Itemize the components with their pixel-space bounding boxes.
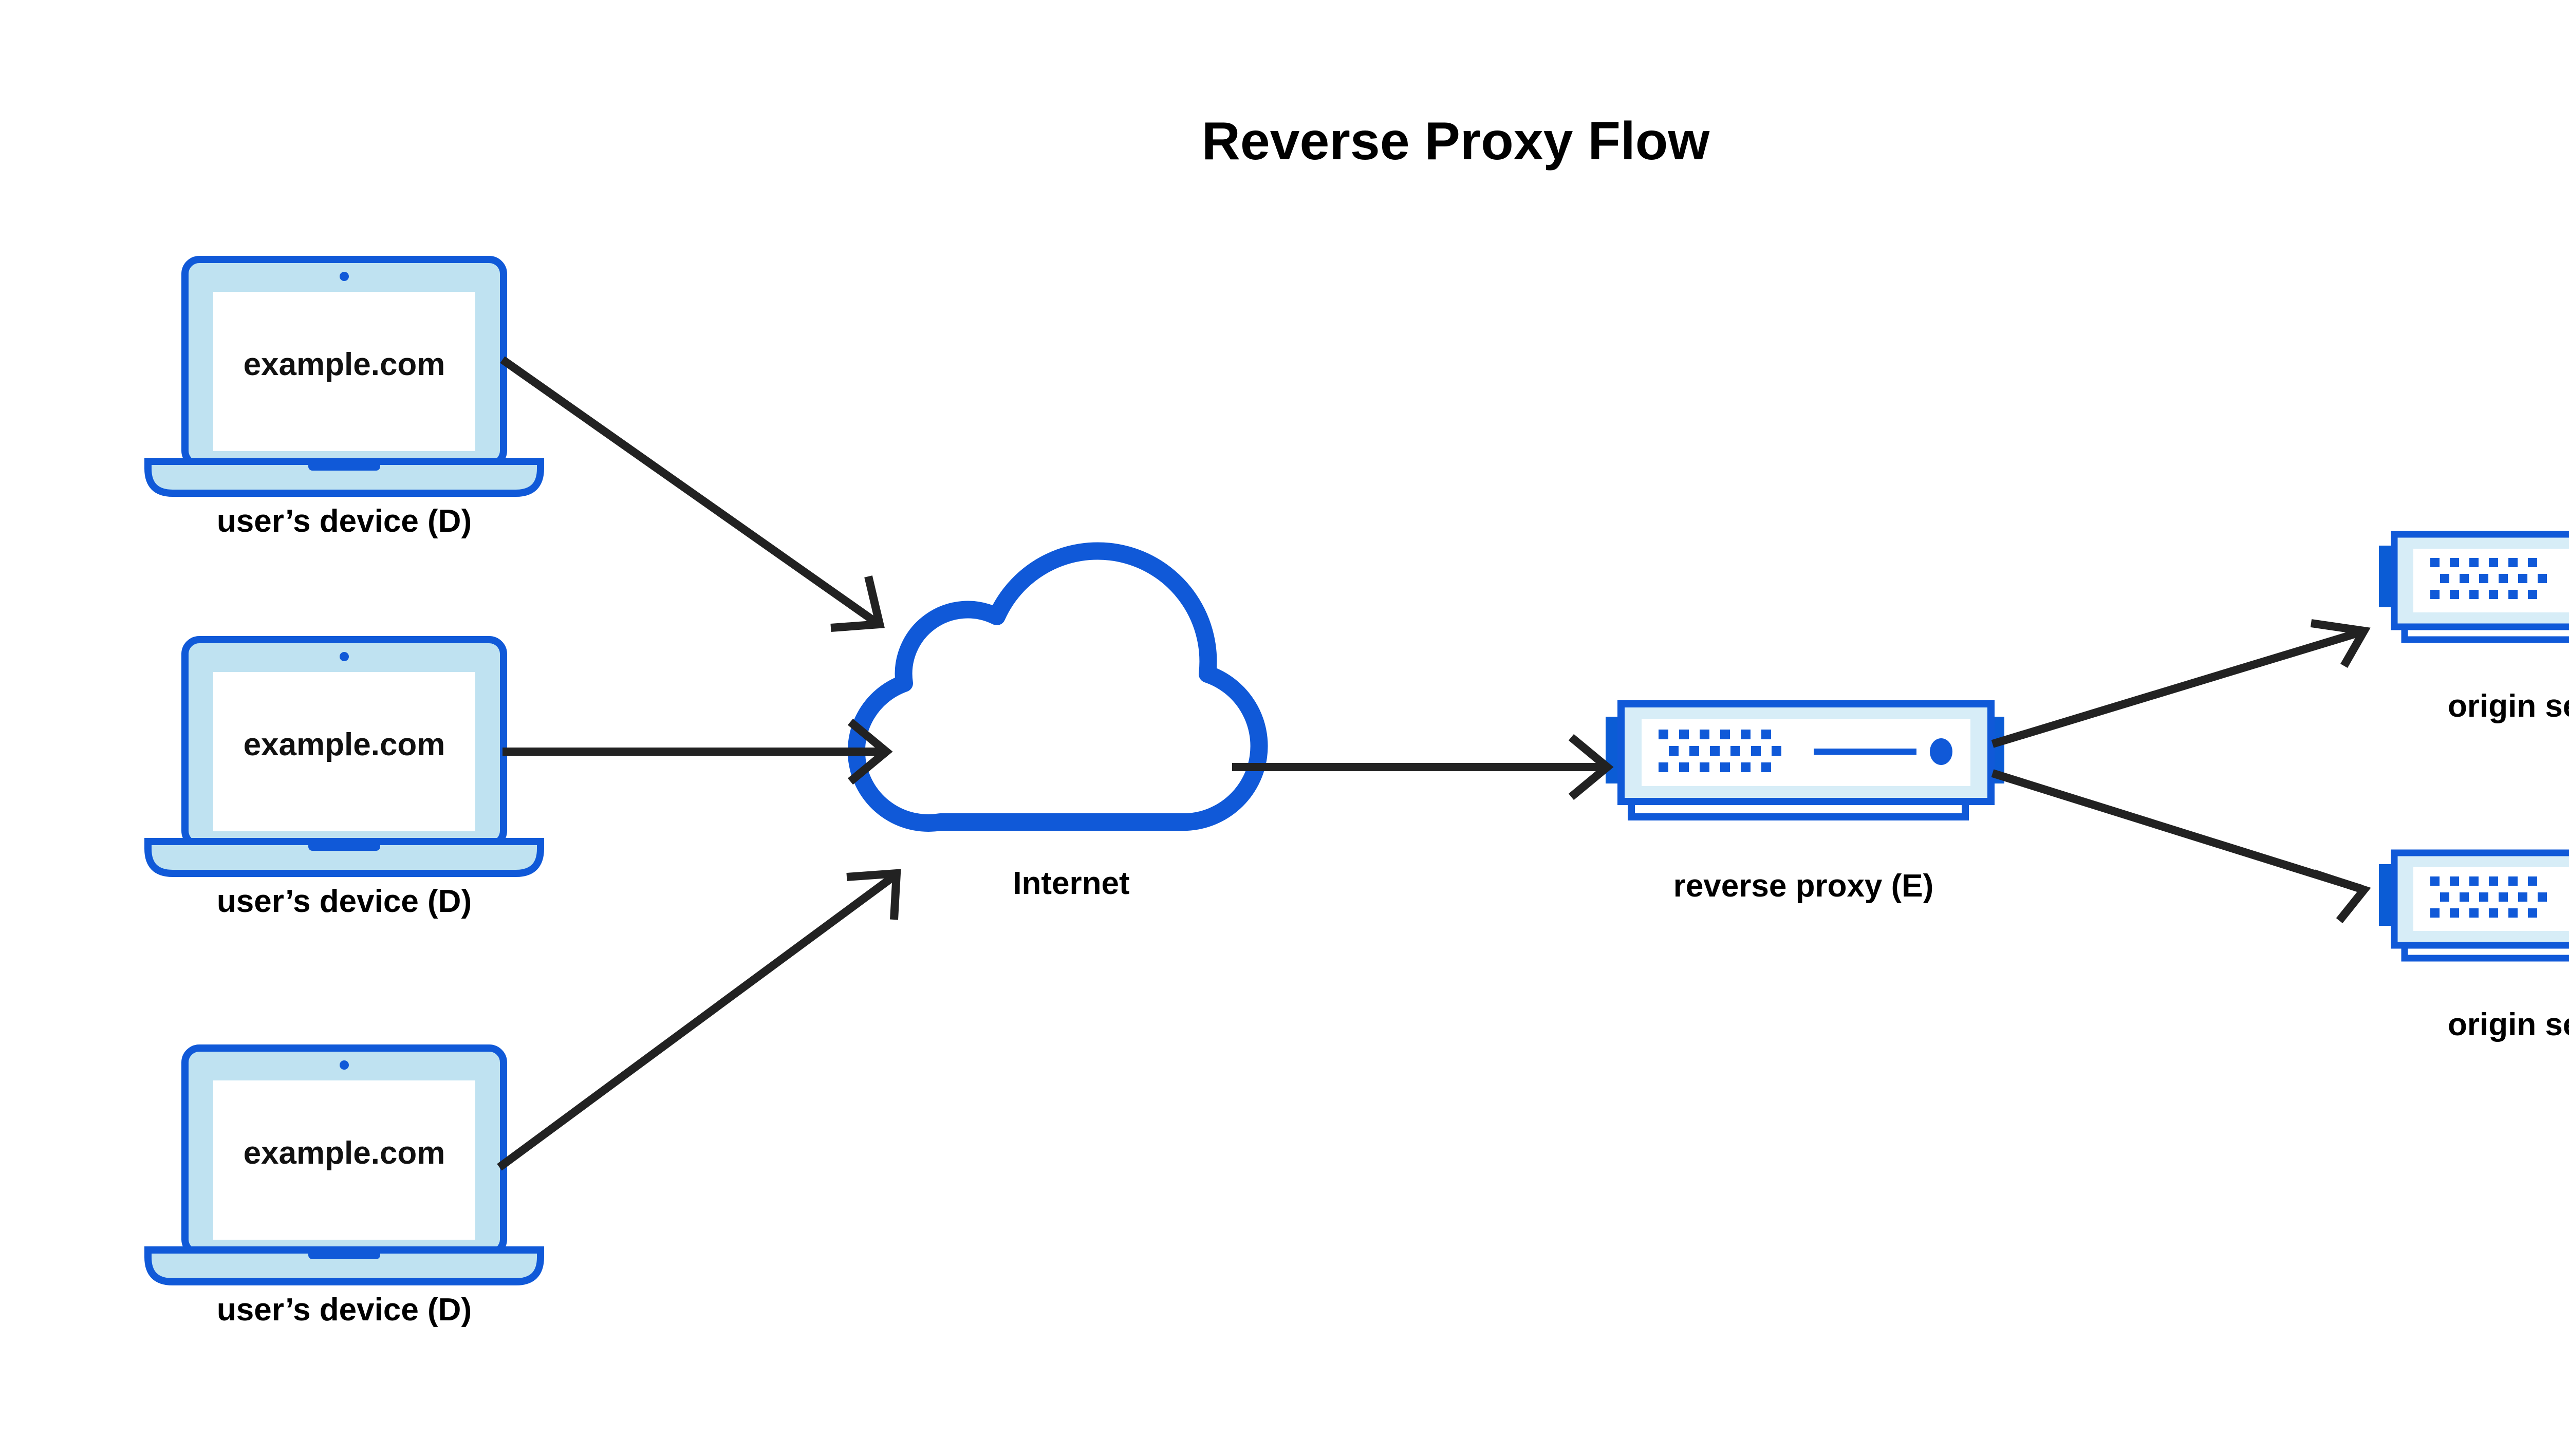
server-vent-grid bbox=[2430, 876, 2547, 918]
edge-proxy-to-origin2 bbox=[1991, 769, 2371, 923]
reverse-proxy-node[interactable]: reverse proxy (E) bbox=[1606, 700, 2004, 904]
client-label: user’s device (D) bbox=[217, 884, 472, 919]
cloud-icon bbox=[847, 542, 1268, 832]
laptop-camera-icon bbox=[340, 272, 349, 281]
origin-server-node-1[interactable]: origin server (F) bbox=[2379, 531, 2569, 724]
laptop-notch bbox=[308, 461, 380, 471]
client-node-2[interactable]: example.com user’s device (D) bbox=[144, 636, 544, 919]
laptop-icon bbox=[144, 1044, 544, 1285]
server-led-icon bbox=[1930, 738, 1952, 765]
reverse-proxy-label: reverse proxy (E) bbox=[1673, 868, 1934, 904]
edge-internet-to-proxy bbox=[1232, 734, 1614, 800]
laptop-base bbox=[144, 838, 544, 877]
edge-client1-to-internet bbox=[500, 356, 885, 632]
origin-server-node-2[interactable]: origin server (F) bbox=[2379, 849, 2569, 1042]
client-node-3[interactable]: example.com user’s device (D) bbox=[144, 1044, 544, 1328]
laptop-camera-icon bbox=[340, 1060, 349, 1070]
client-screen-text: example.com bbox=[244, 1135, 445, 1171]
client-label: user’s device (D) bbox=[217, 503, 472, 539]
laptop-icon bbox=[144, 256, 544, 497]
server-status-line bbox=[1814, 749, 1916, 755]
cloud-shape bbox=[847, 542, 1268, 832]
laptop-notch bbox=[308, 842, 380, 851]
laptop-screen bbox=[213, 672, 475, 831]
client-screen-text: example.com bbox=[244, 347, 445, 382]
server-icon bbox=[2379, 849, 2569, 962]
origin-server-label: origin server (F) bbox=[2448, 688, 2569, 724]
client-label: user’s device (D) bbox=[217, 1292, 472, 1328]
laptop-base bbox=[144, 458, 544, 497]
server-vent-grid bbox=[2430, 558, 2547, 599]
page-title: Reverse Proxy Flow bbox=[1202, 111, 1710, 171]
internet-label: Internet bbox=[1013, 866, 1129, 901]
laptop-notch bbox=[308, 1250, 380, 1259]
laptop-base bbox=[144, 1246, 544, 1285]
origin-server-label: origin server (F) bbox=[2448, 1007, 2569, 1042]
laptop-icon bbox=[144, 636, 544, 877]
laptop-camera-icon bbox=[340, 652, 349, 661]
edge-proxy-to-origin1 bbox=[1991, 619, 2371, 748]
edge-layer bbox=[497, 356, 2371, 1171]
edge-client3-to-internet bbox=[497, 869, 901, 1171]
server-vent-grid bbox=[1659, 730, 1781, 772]
internet-node[interactable]: Internet bbox=[847, 542, 1268, 901]
client-node-1[interactable]: example.com user’s device (D) bbox=[144, 256, 544, 539]
laptop-screen bbox=[213, 292, 475, 451]
server-icon bbox=[1606, 700, 2004, 820]
edge-client2-to-internet bbox=[502, 718, 893, 785]
client-screen-text: example.com bbox=[244, 727, 445, 762]
server-icon bbox=[2379, 531, 2569, 643]
laptop-screen bbox=[213, 1080, 475, 1240]
